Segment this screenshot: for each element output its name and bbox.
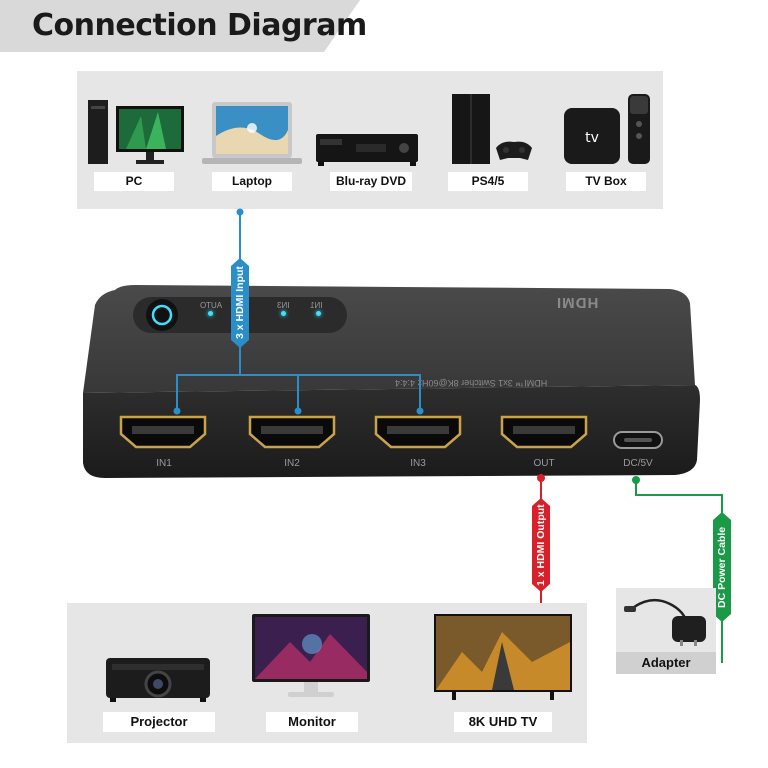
led-in3 bbox=[281, 311, 286, 316]
tv-box-icon: tv bbox=[562, 92, 654, 168]
svg-text:tv: tv bbox=[585, 130, 599, 146]
input-label-ps: PS4/5 bbox=[448, 172, 528, 191]
input-label-laptop: Laptop bbox=[212, 172, 292, 191]
output-label-projector: Projector bbox=[103, 712, 215, 732]
laptop-icon bbox=[200, 100, 304, 168]
port-label-dc: DC/5V bbox=[623, 458, 653, 469]
title-banner bbox=[0, 0, 360, 52]
hdmi-port-in1 bbox=[118, 414, 208, 455]
desktop-pc-icon bbox=[86, 96, 186, 168]
led-auto bbox=[208, 311, 213, 316]
power-adapter-icon bbox=[620, 590, 712, 646]
hdmi-port-in2 bbox=[247, 414, 337, 455]
input-cable-tag: 3 x HDMI Input bbox=[231, 258, 249, 348]
usb-c-port bbox=[612, 430, 664, 455]
page-title: Connection Diagram bbox=[32, 8, 367, 43]
port-label-in1: IN1 bbox=[156, 458, 172, 469]
input-label-pc: PC bbox=[94, 172, 174, 191]
projector-icon bbox=[104, 650, 212, 706]
monitor-icon bbox=[250, 612, 372, 702]
tv-icon bbox=[432, 612, 574, 702]
input-label-tvbox: TV Box bbox=[566, 172, 646, 191]
port-label-in3: IN3 bbox=[410, 458, 426, 469]
port-label-out: OUT bbox=[533, 458, 555, 469]
hdmi-port-out bbox=[499, 414, 589, 455]
bluray-player-icon bbox=[316, 130, 418, 168]
output-label-tv: 8K UHD TV bbox=[454, 712, 552, 732]
output-cable-tag: 1 x HDMI Output bbox=[532, 498, 550, 592]
adapter-label: Adapter bbox=[616, 652, 716, 674]
output-label-monitor: Monitor bbox=[266, 712, 358, 732]
input-label-bluray: Blu-ray DVD bbox=[330, 172, 412, 191]
hdmi-port-in3 bbox=[373, 414, 463, 455]
game-console-icon bbox=[450, 92, 534, 168]
port-label-in2: IN2 bbox=[284, 458, 300, 469]
led-in2 bbox=[316, 311, 321, 316]
